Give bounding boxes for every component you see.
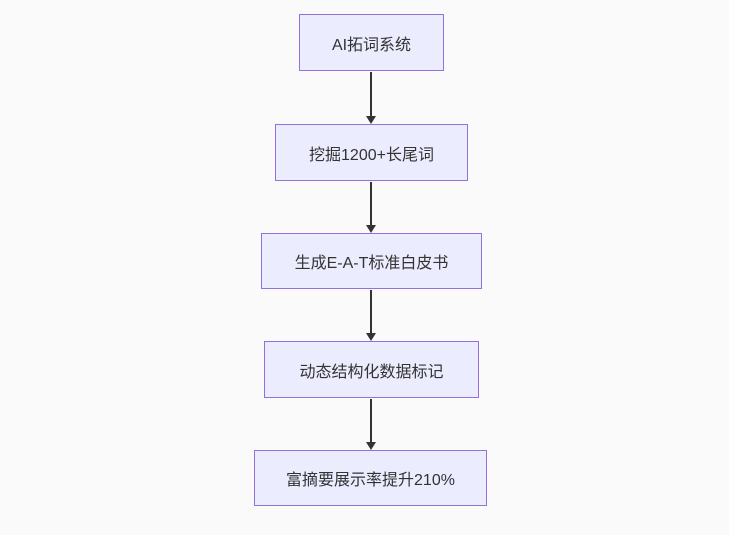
arrow-line (370, 182, 372, 226)
flow-node-longtail-mining: 挖掘1200+长尾词 (275, 124, 468, 181)
flow-arrow-2 (365, 182, 377, 233)
arrow-line (370, 72, 372, 117)
flow-node-label: 生成E-A-T标准白皮书 (294, 255, 449, 272)
arrow-line (370, 290, 372, 334)
arrowhead-down-icon (366, 225, 376, 233)
arrowhead-down-icon (366, 333, 376, 341)
flow-node-structured-data-markup: 动态结构化数据标记 (264, 341, 479, 398)
flow-arrow-4 (365, 399, 377, 450)
flow-node-ai-keyword-system: AI拓词系统 (299, 14, 444, 71)
flow-node-label: AI拓词系统 (331, 36, 412, 54)
flow-node-rich-snippet-result: 富摘要展示率提升210% (254, 450, 487, 506)
arrow-line (370, 399, 372, 443)
arrowhead-down-icon (366, 116, 376, 124)
arrowhead-down-icon (366, 442, 376, 450)
flow-arrow-1 (365, 72, 377, 124)
flow-node-eat-whitepaper: 生成E-A-T标准白皮书 (261, 233, 482, 289)
flow-node-label: 动态结构化数据标记 (299, 363, 444, 381)
flow-arrow-3 (365, 290, 377, 341)
flow-node-label: 挖掘1200+长尾词 (309, 146, 434, 164)
flow-node-label: 富摘要展示率提升210% (286, 472, 455, 489)
